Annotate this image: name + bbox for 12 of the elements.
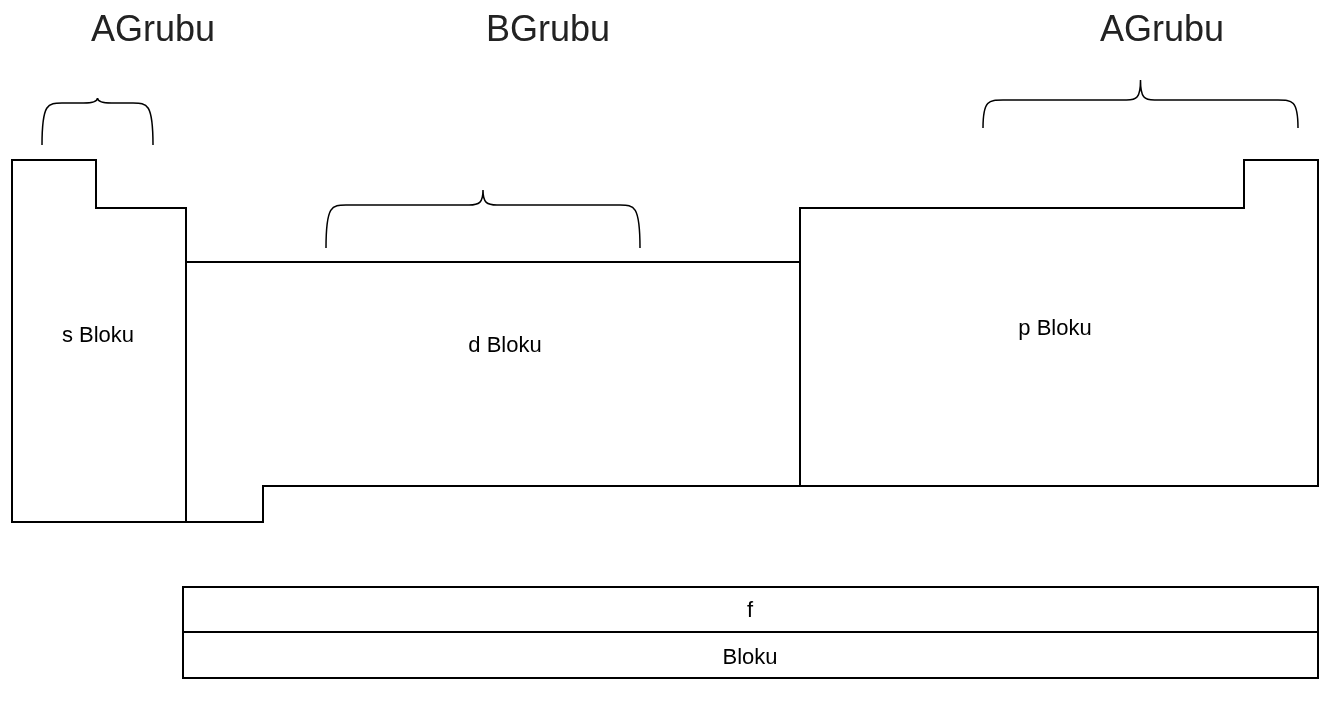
group-label: AGrubu	[1099, 8, 1225, 50]
block-label: Bloku	[721, 643, 779, 671]
block-region	[186, 262, 800, 522]
group-label: AGrubu	[90, 8, 216, 50]
block-label: p Bloku	[1017, 314, 1093, 342]
block-label: s Bloku	[60, 321, 136, 349]
block-region	[12, 160, 186, 522]
block-label: d Bloku	[467, 331, 543, 359]
block-label: f	[745, 596, 755, 624]
group-label: BGrubu	[485, 8, 611, 50]
block-region	[800, 160, 1318, 486]
block-region	[183, 587, 1318, 678]
